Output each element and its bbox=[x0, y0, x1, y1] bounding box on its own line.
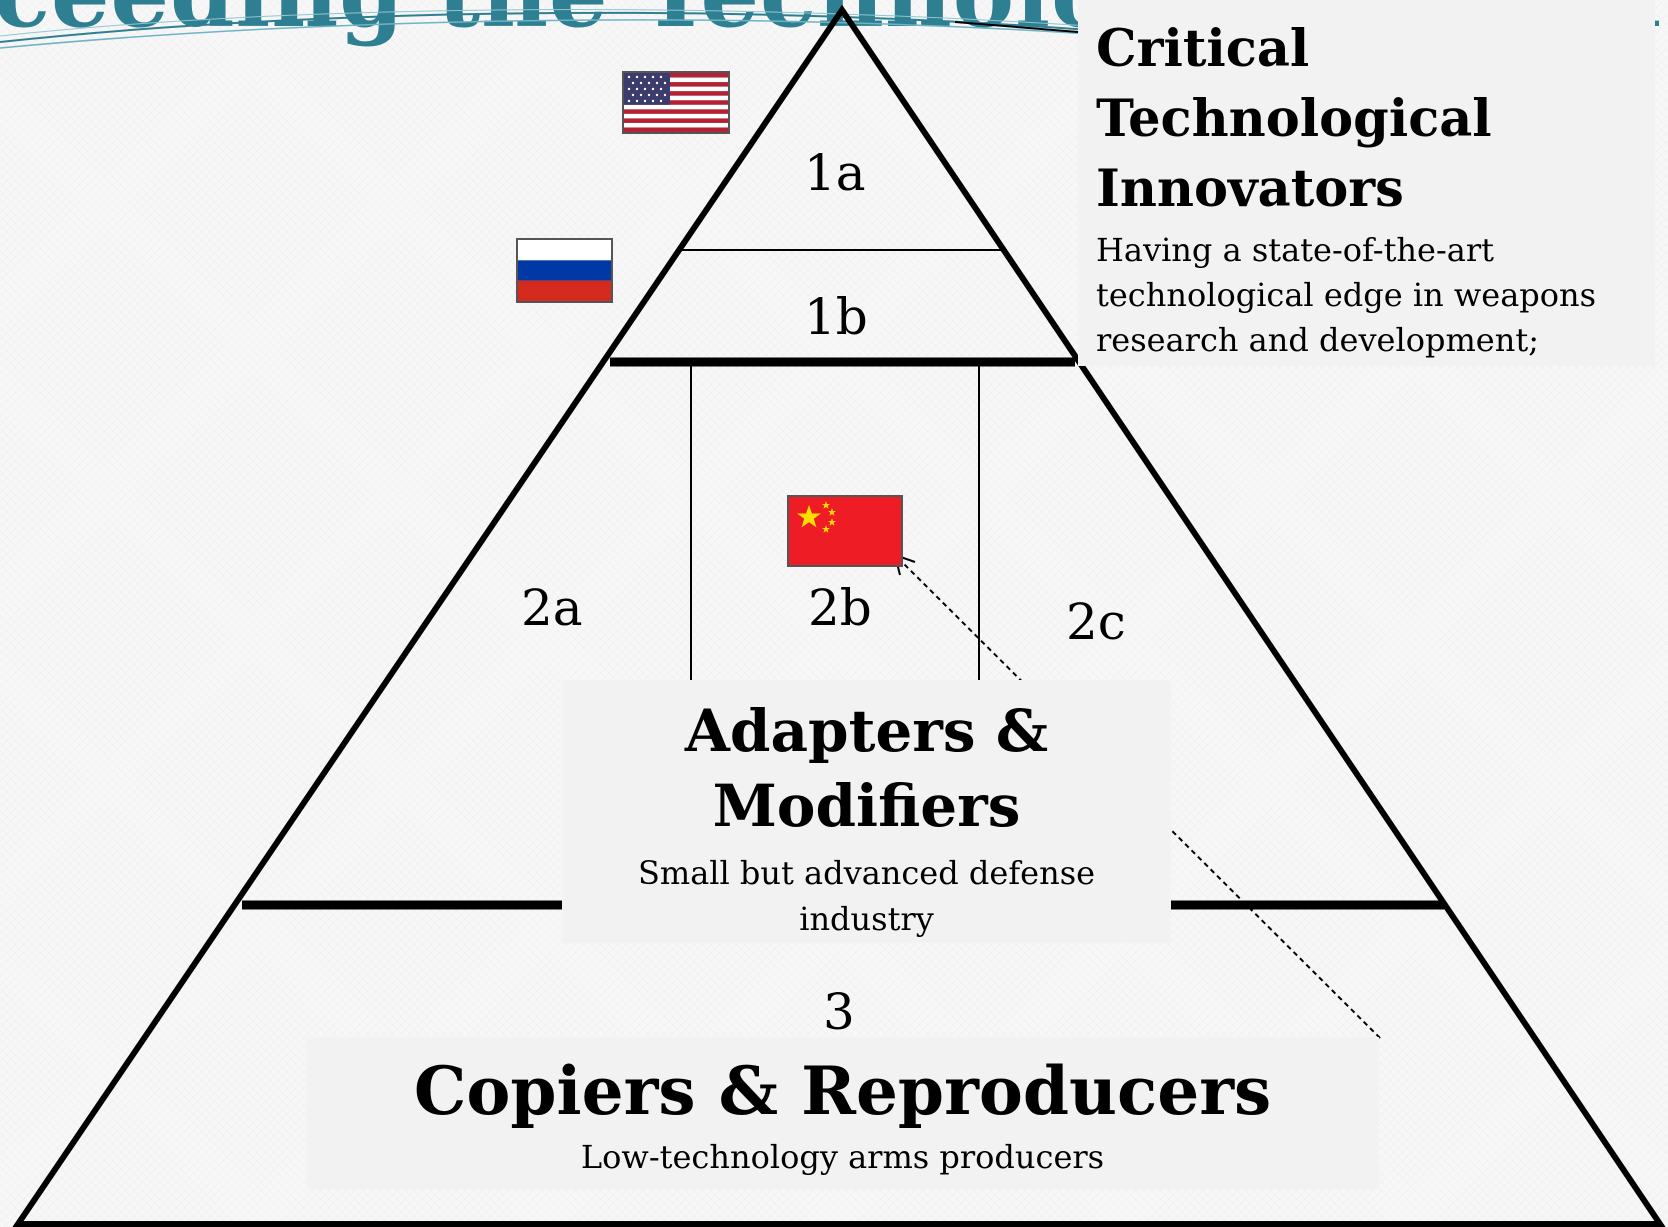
tier-2a-label: 2a bbox=[521, 579, 583, 637]
tier-3-label: 3 bbox=[823, 983, 855, 1041]
adapters-modifiers-box: Adapters & Modifiers Small but advanced … bbox=[562, 680, 1171, 943]
copiers-description: Low-technology arms producers bbox=[580, 1138, 1105, 1176]
copiers-heading: Copiers & Reproducers bbox=[413, 1052, 1272, 1130]
tier-1a-label: 1a bbox=[804, 144, 866, 202]
russia-flag-icon bbox=[516, 238, 613, 303]
title-decoration-lines bbox=[0, 9, 1091, 49]
adapters-heading: Adapters & Modifiers bbox=[684, 697, 1049, 840]
critical-heading: Critical Technological Innovators bbox=[1096, 19, 1492, 219]
critical-description: Having a state-of-the-art technological … bbox=[1096, 231, 1597, 359]
critical-connector-line bbox=[954, 21, 1079, 33]
tier-1b-label: 1b bbox=[804, 288, 868, 346]
critical-innovators-box: Critical Technological Innovators Having… bbox=[1078, 0, 1655, 366]
china-flag-icon bbox=[787, 495, 903, 567]
china-dotted-arrow bbox=[899, 559, 1381, 1039]
copiers-reproducers-box: Copiers & Reproducers Low-technology arm… bbox=[306, 1037, 1379, 1189]
us-flag-icon bbox=[622, 71, 730, 134]
pyramid-outline bbox=[12, 4, 1666, 1227]
tier-2b-label: 2b bbox=[808, 579, 872, 637]
tier-2c-label: 2c bbox=[1066, 593, 1126, 651]
adapters-description: Small but advanced defense industry bbox=[637, 854, 1096, 938]
